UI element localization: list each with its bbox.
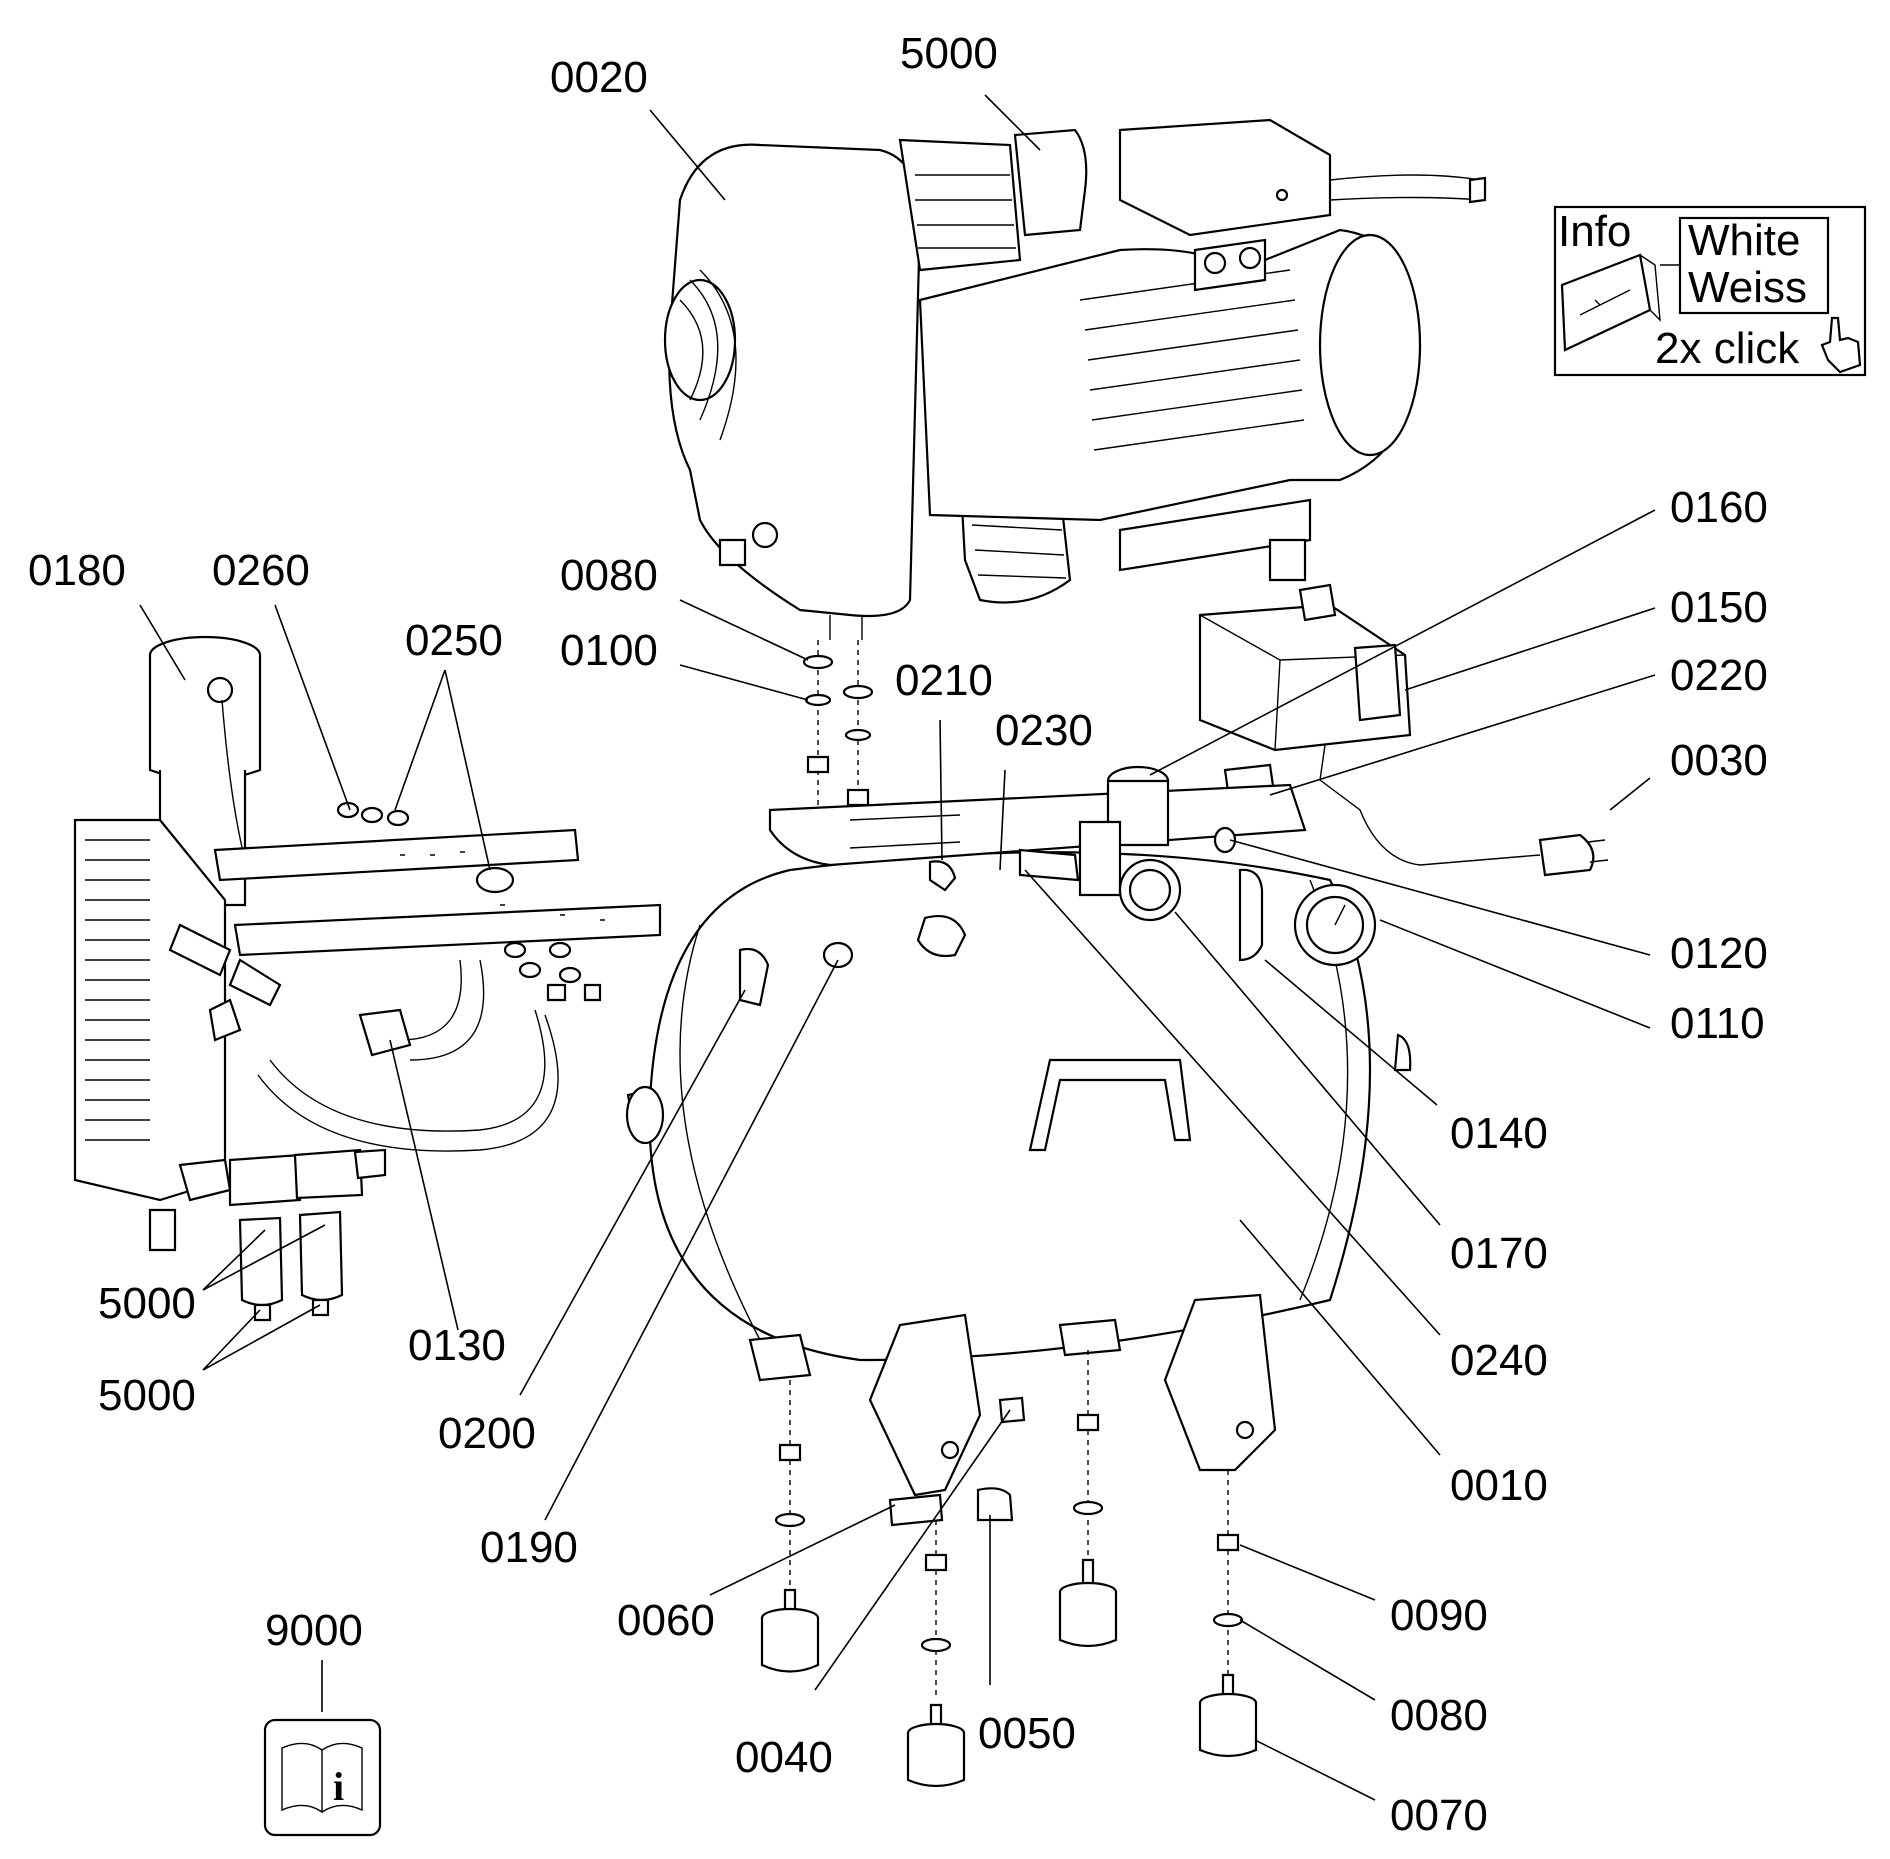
label-0200[interactable]: 0200 [438, 1409, 536, 1458]
label-0140[interactable]: 0140 [1450, 1109, 1548, 1158]
label-0090[interactable]: 0090 [1390, 1591, 1488, 1640]
label-0010[interactable]: 0010 [1450, 1461, 1548, 1510]
rubber-foot [906, 1703, 966, 1788]
svg-text:i: i [333, 1764, 344, 1809]
tank-feet [748, 1293, 1277, 1788]
label-0100[interactable]: 0100 [560, 626, 658, 675]
label-0250[interactable]: 0250 [405, 616, 503, 665]
rubber-foot [1198, 1673, 1258, 1758]
label-0230[interactable]: 0230 [995, 706, 1093, 755]
label-0130[interactable]: 0130 [408, 1321, 506, 1370]
aftercooler-assembly [73, 635, 662, 1322]
leader-lines [139, 94, 1656, 1801]
label-0030[interactable]: 0030 [1670, 736, 1768, 785]
info-box[interactable]: Info White Weiss 2x click [1553, 205, 1867, 377]
part-labels: 0020 5000 0180 0260 0250 0080 0100 0210 … [28, 29, 1768, 1840]
label-0150[interactable]: 0150 [1670, 583, 1768, 632]
info-cube-icon [1560, 253, 1661, 352]
label-5000-b[interactable]: 5000 [98, 1371, 196, 1420]
label-0240[interactable]: 0240 [1450, 1336, 1548, 1385]
label-0110[interactable]: 0110 [1670, 999, 1765, 1048]
label-0120[interactable]: 0120 [1670, 929, 1768, 978]
manual-book-icon[interactable]: i [263, 1718, 382, 1837]
label-0080-bottom[interactable]: 0080 [1390, 1691, 1488, 1740]
hand-pointer-icon [1820, 316, 1862, 374]
label-0080-top[interactable]: 0080 [560, 551, 658, 600]
info-action-label: 2x click [1655, 324, 1800, 373]
label-0050[interactable]: 0050 [978, 1709, 1076, 1758]
label-9000[interactable]: 9000 [265, 1606, 363, 1655]
label-5000-a[interactable]: 5000 [98, 1279, 196, 1328]
label-0160[interactable]: 0160 [1670, 483, 1768, 532]
label-0210[interactable]: 0210 [895, 656, 993, 705]
motor-pump-assembly [663, 118, 1487, 640]
info-white-label: White [1688, 216, 1800, 265]
rubber-foot [760, 1588, 820, 1673]
label-0180[interactable]: 0180 [28, 546, 126, 595]
label-0260[interactable]: 0260 [212, 546, 310, 595]
label-5000-top[interactable]: 5000 [900, 29, 998, 78]
label-0190[interactable]: 0190 [480, 1523, 578, 1572]
label-0170[interactable]: 0170 [1450, 1229, 1548, 1278]
top-fasteners [802, 640, 874, 810]
rubber-foot [1058, 1558, 1118, 1648]
air-tank [625, 765, 1412, 1362]
info-title: Info [1558, 207, 1631, 256]
label-0070[interactable]: 0070 [1390, 1791, 1488, 1840]
label-0020[interactable]: 0020 [550, 53, 648, 102]
label-0220[interactable]: 0220 [1670, 651, 1768, 700]
info-weiss-label: Weiss [1688, 263, 1807, 312]
label-0060[interactable]: 0060 [617, 1596, 715, 1645]
label-0040[interactable]: 0040 [735, 1733, 833, 1782]
